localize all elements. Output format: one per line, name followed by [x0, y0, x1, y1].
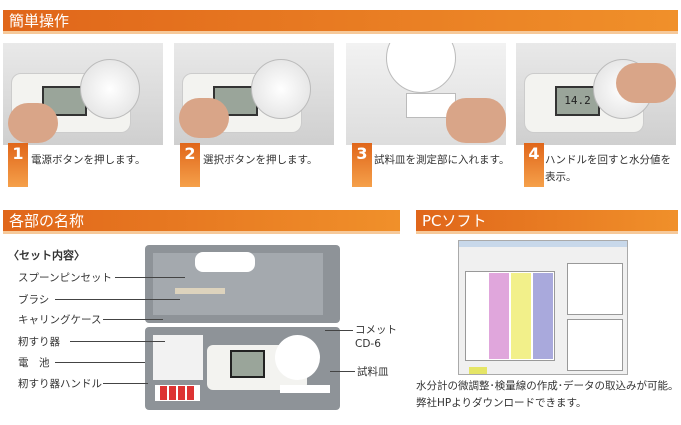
section-title: 簡単操作 [9, 12, 70, 30]
label-sample-dish: 試料皿 [357, 366, 389, 378]
pc-software-screenshot [458, 240, 628, 375]
label-brush: ブラシ [18, 294, 50, 306]
leader-line [325, 330, 353, 331]
step-3-photo [346, 43, 506, 145]
label-husker: 籾すり器 [18, 336, 60, 348]
label-battery: 電 池 [18, 357, 50, 369]
label-comet-cd6: コメット CD-6 [355, 324, 397, 350]
leader-line [55, 299, 180, 300]
leader-line [330, 371, 355, 372]
step-1-badge: 1 [8, 143, 28, 187]
step-1-photo [3, 43, 163, 145]
label-spoon-tweezers: スプーンピンセット [18, 272, 112, 284]
caption-line: 水分計の微調整･検量線の作成･データの取込みが可能。 [416, 380, 679, 392]
section-header-parts: 各部の名称 [3, 210, 400, 234]
step-3-badge: 3 [352, 143, 372, 187]
leader-line [55, 362, 145, 363]
step-2-photo [174, 43, 334, 145]
step-2-badge: 2 [180, 143, 200, 187]
step-4-badge: 4 [524, 143, 544, 187]
lcd-display: 14.2 [555, 86, 600, 116]
pc-caption: 水分計の微調整･検量線の作成･データの取込みが可能。弊社HPよりダウンロードでき… [416, 378, 679, 412]
set-contents-image [145, 245, 340, 410]
section-header-pc: PCソフト [416, 210, 678, 234]
step-2-text: 選択ボタンを押します。 [203, 154, 318, 166]
label-carrying-case: キャリングケース [18, 314, 102, 326]
set-title: 〈セット内容〉 [8, 249, 85, 262]
label-husker-handle: 籾すり器ハンドル [18, 378, 102, 390]
section-title: PCソフト [422, 212, 487, 230]
section-title: 各部の名称 [9, 212, 85, 230]
leader-line [70, 341, 165, 342]
section-header-operation: 簡単操作 [3, 10, 678, 34]
step-4-photo: 14.2 [516, 43, 676, 145]
leader-line [103, 383, 148, 384]
step-3-text: 試料皿を測定部に入れます。 [374, 154, 510, 166]
step-4-text: ハンドルを回すと水分値を表示。 [545, 154, 671, 183]
step-1-text: 電源ボタンを押します。 [31, 154, 146, 166]
caption-line: 弊社HPよりダウンロードできます。 [416, 397, 587, 409]
leader-line [103, 319, 163, 320]
leader-line [115, 277, 185, 278]
